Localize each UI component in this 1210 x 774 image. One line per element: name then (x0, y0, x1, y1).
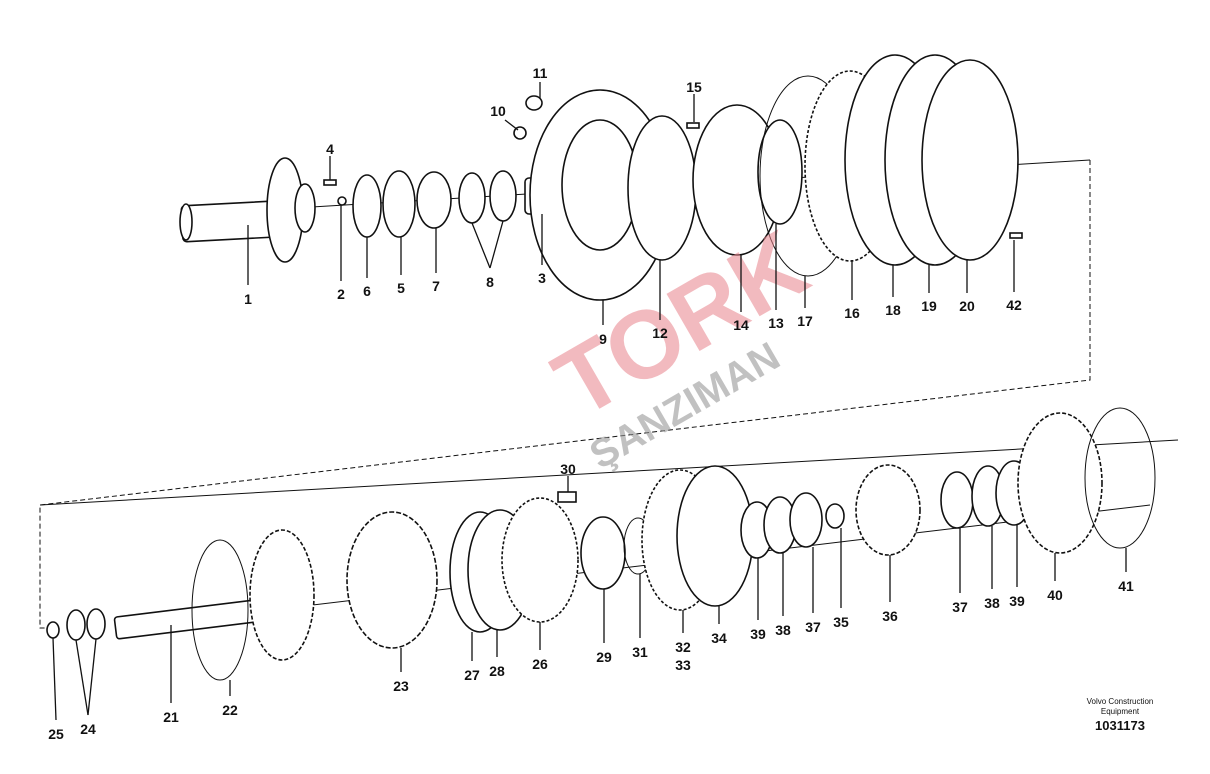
part-37a (789, 492, 823, 548)
part-36 (855, 464, 921, 556)
part-23 (346, 511, 438, 649)
callout-13: 13 (768, 315, 784, 331)
callout-labels-top: 11 10 15 4 1 2 6 5 7 8 3 9 12 14 13 17 1… (244, 65, 1022, 347)
callout-5: 5 (397, 280, 405, 296)
callout-10: 10 (490, 103, 506, 119)
part-1-shaft (179, 157, 316, 263)
callout-19: 19 (921, 298, 937, 314)
callout-26: 26 (532, 656, 548, 672)
callout-20: 20 (959, 298, 975, 314)
callout-16: 16 (844, 305, 860, 321)
callout-2: 2 (337, 286, 345, 302)
part-26 (501, 497, 579, 623)
callout-38: 38 (775, 622, 791, 638)
part-13 (757, 119, 803, 225)
callout-37b: 37 (952, 599, 968, 615)
callout-31: 31 (632, 644, 648, 660)
part-8a (458, 172, 486, 224)
part-40 (1017, 412, 1103, 554)
callout-18: 18 (885, 302, 901, 318)
callout-39: 39 (750, 626, 766, 642)
callout-8: 8 (486, 274, 494, 290)
part-42 (1009, 232, 1023, 239)
part-12 (627, 115, 697, 261)
callout-37: 37 (805, 619, 821, 635)
part-4 (323, 179, 337, 186)
part-37b (940, 471, 974, 529)
part-21-shaft (113, 598, 267, 640)
part-15 (686, 122, 700, 129)
callout-3: 3 (538, 270, 546, 286)
credit-line-2: Equipment (1101, 707, 1140, 716)
part-6 (352, 174, 382, 238)
part-24a (66, 609, 86, 641)
divider-line (39, 439, 1179, 506)
leader-lines (52, 82, 1127, 721)
callout-21: 21 (163, 709, 179, 725)
callout-4: 4 (326, 141, 334, 157)
callout-9: 9 (599, 331, 607, 347)
callout-32: 32 (675, 639, 691, 655)
part-7 (416, 171, 452, 229)
drawing-credit: Volvo Construction Equipment 1031173 (1087, 697, 1154, 733)
callout-28: 28 (489, 663, 505, 679)
callout-35: 35 (833, 614, 849, 630)
callout-labels-bottom: 30 25 24 21 22 23 27 28 26 29 31 32 33 3… (48, 461, 1134, 742)
part-2 (337, 196, 347, 206)
part-8b (489, 170, 517, 222)
part-25 (46, 621, 60, 639)
callout-15: 15 (686, 79, 702, 95)
callout-34: 34 (711, 630, 727, 646)
part-21-gear (249, 529, 315, 661)
callout-7: 7 (432, 278, 440, 294)
callout-12: 12 (652, 325, 668, 341)
callout-22: 22 (222, 702, 238, 718)
callout-24: 24 (80, 721, 96, 737)
part-24b (86, 608, 106, 640)
part-41 (1084, 407, 1156, 549)
callout-41: 41 (1118, 578, 1134, 594)
drawing-number: 1031173 (1095, 718, 1145, 733)
callout-42: 42 (1006, 297, 1022, 313)
part-22 (191, 539, 249, 681)
part-29 (580, 516, 626, 590)
callout-39b: 39 (1009, 593, 1025, 609)
part-11 (525, 95, 543, 111)
callout-17: 17 (797, 313, 813, 329)
dashed-connector (39, 160, 1091, 629)
callout-14: 14 (733, 317, 749, 333)
callout-29: 29 (596, 649, 612, 665)
callout-40: 40 (1047, 587, 1063, 603)
callout-6: 6 (363, 283, 371, 299)
callout-25: 25 (48, 726, 64, 742)
callout-38b: 38 (984, 595, 1000, 611)
callout-33: 33 (675, 657, 691, 673)
callout-27: 27 (464, 667, 480, 683)
callout-36: 36 (882, 608, 898, 624)
credit-line-1: Volvo Construction (1087, 697, 1154, 706)
callout-23: 23 (393, 678, 409, 694)
callout-30: 30 (560, 461, 576, 477)
part-35 (825, 503, 845, 529)
part-5 (382, 170, 416, 238)
part-30 (557, 491, 577, 503)
callout-1: 1 (244, 291, 252, 307)
part-20 (921, 59, 1019, 261)
callout-11: 11 (533, 65, 548, 81)
